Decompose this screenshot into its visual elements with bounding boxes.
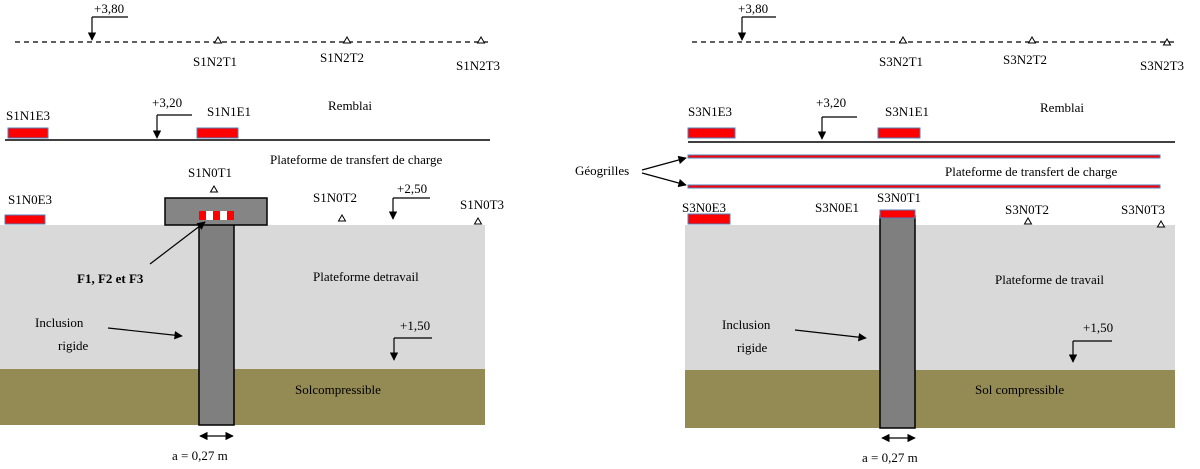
compressible-soil-layer xyxy=(685,370,1175,428)
pressure-cell xyxy=(687,127,736,139)
settlement-marker-icon xyxy=(476,36,486,44)
sensor-label: S3N1E3 xyxy=(688,104,732,119)
sensor-label: S3N2T3 xyxy=(1140,58,1184,73)
geogrid-lower xyxy=(687,184,1161,189)
sensor-label: S3N1E1 xyxy=(885,104,929,119)
inclusion-label: rigide xyxy=(58,338,89,353)
compressible-soil-layer xyxy=(0,369,485,425)
pressure-cell xyxy=(196,127,239,139)
sensor-label: S1N1E1 xyxy=(207,104,251,119)
sensor-label: S3N0E1 xyxy=(815,200,859,215)
working-platform-layer xyxy=(0,225,485,369)
embankment-label: Remblai xyxy=(1040,100,1084,115)
sensor-label: S3N0T2 xyxy=(1005,202,1049,217)
working-platform-layer xyxy=(685,225,1175,370)
force-gauge xyxy=(199,211,206,220)
sensor-label: S1N2T3 xyxy=(456,58,500,73)
sensor-label: S1N0T3 xyxy=(460,197,504,212)
sensor-label: S1N2T2 xyxy=(320,50,364,65)
settlement-marker-icon xyxy=(473,217,483,225)
sensor-label: S3N2T1 xyxy=(879,54,923,69)
geogrids-label: Géogrilles xyxy=(575,163,629,178)
inclusion-arrow xyxy=(794,329,867,342)
load-transfer-platform-label: Plateforme de transfert de charge xyxy=(945,164,1118,179)
settlement-marker-icon xyxy=(1027,36,1037,44)
inclusion-arrow xyxy=(107,327,183,340)
sensor-label: S1N0E3 xyxy=(8,192,52,207)
force-gauge xyxy=(213,211,220,220)
right-section: +3,80 S3N2T1 S3N2T2 S3N2T3 S3N1E3 +3,20 … xyxy=(575,1,1184,465)
dimension-label: a = 0,27 m xyxy=(862,450,918,465)
level-embankment-label: +3,20 xyxy=(816,95,846,110)
pressure-cell xyxy=(4,214,46,225)
inclusion-label: Inclusion xyxy=(722,317,771,332)
gauges-label: F1, F2 et F3 xyxy=(77,271,144,286)
settlement-marker-icon xyxy=(1162,38,1172,46)
geogrid-upper xyxy=(687,154,1161,159)
level-top-label: +3,80 xyxy=(738,1,768,16)
level-platform-label: +2,50 xyxy=(397,181,427,196)
sensor-label: S3N2T2 xyxy=(1003,52,1047,67)
working-platform-label: Plateforme de travail xyxy=(995,272,1104,287)
sensor-label: S3N0T3 xyxy=(1121,202,1165,217)
compressible-soil-label: Solcompressible xyxy=(295,382,381,397)
left-section: +3,80 S1N2T1 S1N2T2 S1N2T3 S1N1E3 +3,20 … xyxy=(0,1,504,463)
settlement-marker-icon xyxy=(1156,220,1166,228)
inclusion-label: Inclusion xyxy=(35,315,84,330)
embankment-label: Remblai xyxy=(328,98,372,113)
gauges-arrow xyxy=(149,221,206,265)
level-soil-label: +1,50 xyxy=(1083,320,1113,335)
settlement-marker-icon xyxy=(898,36,908,44)
force-gauge xyxy=(227,211,234,220)
settlement-marker-icon xyxy=(337,214,347,222)
settlement-marker-icon xyxy=(209,185,219,193)
sensor-label: S1N1E3 xyxy=(6,108,50,123)
level-soil-label: +1,50 xyxy=(400,318,430,333)
sensor-label: S1N2T1 xyxy=(193,54,237,69)
sensor-label: S1N0T1 xyxy=(188,165,232,180)
pressure-cell xyxy=(879,209,916,219)
compressible-soil-label: Sol compressible xyxy=(975,382,1064,397)
geogrid-arrow xyxy=(641,172,687,188)
sensor-label: S1N0T2 xyxy=(313,190,357,205)
rigid-inclusion xyxy=(198,223,235,426)
rigid-inclusion xyxy=(879,215,916,429)
settlement-marker-icon xyxy=(213,36,223,44)
level-top-label: +3,80 xyxy=(94,1,124,16)
dimension-label: a = 0,27 m xyxy=(172,448,228,463)
level-embankment-label: +3,20 xyxy=(152,95,182,110)
load-transfer-platform-label: Plateforme de transfert de charge xyxy=(270,152,443,167)
sensor-label: S3N0T1 xyxy=(877,190,921,205)
inclusion-label: rigide xyxy=(737,340,768,355)
sensor-label: S3N0E3 xyxy=(682,200,726,215)
working-platform-label: Plateforme detravail xyxy=(313,269,419,284)
pressure-cell xyxy=(7,127,49,139)
settlement-marker-icon xyxy=(1023,217,1033,225)
pressure-cell xyxy=(877,127,921,139)
settlement-marker-icon xyxy=(342,36,352,44)
geogrid-arrow xyxy=(641,155,687,171)
pressure-cell xyxy=(687,213,731,225)
